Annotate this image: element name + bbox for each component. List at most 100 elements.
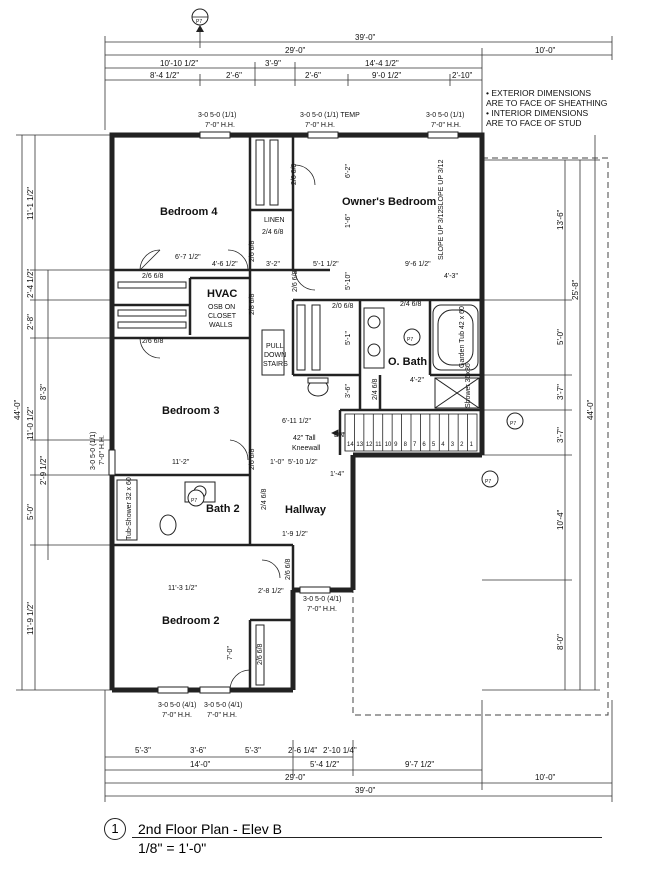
door-9: 2/6 6/8 — [142, 338, 164, 345]
dim-left-a7: 11'-9 1/2" — [26, 602, 35, 635]
door-labels: 2/6 6/8 2/6 6/8 2/6 6/8 2/8 6/8 2/6 6/8 … — [142, 163, 422, 665]
note-line-3: • INTERIOR DIMENSIONS — [486, 108, 589, 118]
dim-int-15: 1'-0" — [270, 459, 284, 466]
dim-bottom-d1: 14'-0" — [190, 760, 211, 769]
dim-int-18: 1'-9 1/2" — [282, 531, 308, 538]
dim-top-left: 29'-0" — [285, 46, 306, 55]
door-12: 2/6 6/8 — [285, 558, 292, 580]
window-1-size: 3-0 5-0 (1/1) — [198, 112, 237, 119]
dim-bottom-d3: 9'-7 1/2" — [405, 760, 434, 769]
bottom-dimensions: 5'-3" 3'-6" 5'-3" 2'-6 1/4" 2'-10 1/4" 1… — [104, 690, 613, 802]
dim-int-8: 4'-3" — [444, 273, 458, 280]
dim-top-a1: 10'-10 1/2" — [160, 59, 198, 68]
drawing-scale: 1/8" = 1'-0" — [138, 840, 207, 856]
window-labels: 3-0 5-0 (1/1) 7'-0" H.H. 3-0 5-0 (1/1) T… — [90, 112, 465, 719]
dim-int-21: 7'-0" — [227, 646, 234, 660]
interior-walls — [112, 135, 482, 690]
room-bedroom-2: Bedroom 2 — [162, 615, 219, 627]
door-5: 2/6 6/8 — [292, 270, 299, 292]
window-2-height: 7'-0" H.H. — [305, 122, 335, 129]
dim-bottom-c2: 3'-6" — [190, 746, 206, 755]
dim-top-b2: 2'-6" — [226, 71, 242, 80]
stair-number: 6 — [422, 442, 426, 448]
interior-dimensions: 6'-2" 1'-6" 6'-7 1/2" 4'-6 1/2" 3'-2" 5'… — [168, 164, 458, 660]
window-3-size: 3-0 5-0 (1/1) — [426, 112, 465, 119]
obath-shower-label: Shower 36x36 — [465, 363, 472, 408]
stair-number: 7 — [413, 442, 417, 448]
door-13: 2/6 6/8 — [257, 643, 264, 665]
room-hallway: Hallway — [285, 504, 327, 516]
dim-int-19: 2'-8 1/2" — [258, 588, 284, 595]
dim-top-overall: 39'-0" — [355, 33, 376, 42]
dim-bottom-right: 10'-0" — [535, 773, 556, 782]
window-3-height: 7'-0" H.H. — [431, 122, 461, 129]
room-o-bath: O. Bath — [388, 356, 427, 368]
stair-number: 13 — [356, 442, 363, 448]
dim-left-a1: 11'-1 1/2" — [26, 187, 35, 220]
drawing-title: 2nd Floor Plan - Elev B — [138, 821, 282, 837]
closet-shelving — [117, 139, 321, 686]
dim-top-right: 10'-0" — [535, 46, 556, 55]
window-6-size: 3-0 5-0 (4/1) — [204, 702, 243, 709]
dim-left-a5: 2'-9 1/2" — [39, 456, 48, 485]
room-bedroom-4: Bedroom 4 — [160, 206, 218, 218]
dim-left-b1: 11'-0 1/2" — [26, 407, 35, 440]
exterior-walls — [109, 132, 485, 693]
window-7-height: 7'-0" H.H. — [307, 606, 337, 613]
window-5-height: 7'-0" H.H. — [162, 712, 192, 719]
room-bath-2: Bath 2 — [206, 503, 240, 515]
room-owners-bedroom: Owner's Bedroom — [342, 196, 437, 208]
dim-int-7: 9'-6 1/2" — [405, 261, 431, 268]
fixtures — [116, 304, 480, 541]
note-line-4: ARE TO FACE OF STUD — [486, 118, 582, 128]
dim-top-b1: 8'-4 1/2" — [150, 71, 179, 80]
dim-int-17: 1'-4" — [330, 471, 344, 478]
pull-down-stairs — [261, 329, 285, 376]
window-5-size: 3-0 5-0 (4/1) — [158, 702, 197, 709]
dim-int-11: 3'-6" — [345, 384, 352, 398]
stair-number: 12 — [366, 442, 373, 448]
dim-left-overall: 44'-0" — [13, 399, 22, 420]
slope-label-2: SLOPE UP 3/12 — [438, 209, 445, 260]
bath2-shower-label: Tub-Shower 32 x 60 — [126, 477, 133, 540]
callout-label-4: P7 — [191, 498, 197, 504]
window-4-size: 3-0 5-0 (1/1) — [90, 431, 97, 470]
room-hvac: HVAC — [207, 288, 237, 300]
bath2-tub-fixture — [116, 479, 138, 541]
dim-top-a3: 14'-4 1/2" — [365, 59, 399, 68]
hvac-note-1: OSB ON — [208, 304, 235, 311]
hvac-note-3: WALLS — [209, 322, 233, 329]
dim-int-4: 4'-6 1/2" — [212, 261, 238, 268]
dim-right-overall: 44'-0" — [586, 399, 595, 420]
door-6: 2/0 6/8 — [332, 303, 354, 310]
stair-number: 2 — [460, 442, 464, 448]
stair-number: 1 — [470, 442, 474, 448]
dim-bottom-left: 29'-0" — [285, 773, 306, 782]
pull-stairs-1: PULL — [266, 343, 284, 350]
dim-right-r4: 3'-7" — [556, 384, 565, 400]
room-bedroom-3: Bedroom 3 — [162, 405, 219, 417]
callout-label-1: P7 — [407, 337, 413, 343]
dim-top-b3: 2'-6" — [305, 71, 321, 80]
dim-top-b4: 9'-0 1/2" — [372, 71, 401, 80]
dim-bottom-c1: 5'-3" — [135, 746, 151, 755]
door-4: 2/8 6/8 — [249, 293, 256, 315]
door-2: 2/6 6/8 — [291, 163, 298, 185]
pull-stairs-3: STAIRS — [263, 361, 288, 368]
dim-int-5: 3'-2" — [266, 261, 280, 268]
linen-door: 2/4 6/8 — [262, 229, 284, 236]
hvac-note-2: CLOSET — [208, 313, 237, 320]
dim-right-r1: 25'-8" — [571, 279, 580, 300]
dim-left-a2: 2'-4 1/2" — [26, 269, 35, 298]
window-6-height: 7'-0" H.H. — [207, 712, 237, 719]
dim-int-6: 5'-1 1/2" — [313, 261, 339, 268]
stair-number: 5 — [432, 442, 436, 448]
callout-label-3: P7 — [485, 479, 491, 485]
bath2-toilet — [159, 514, 177, 536]
dim-left-a4: 8'-3" — [39, 384, 48, 400]
door-swings — [139, 164, 316, 691]
stair-dn: DN — [334, 432, 344, 439]
drawing-number: 1 — [104, 818, 126, 840]
dim-left-a3: 2'-8" — [26, 314, 35, 330]
